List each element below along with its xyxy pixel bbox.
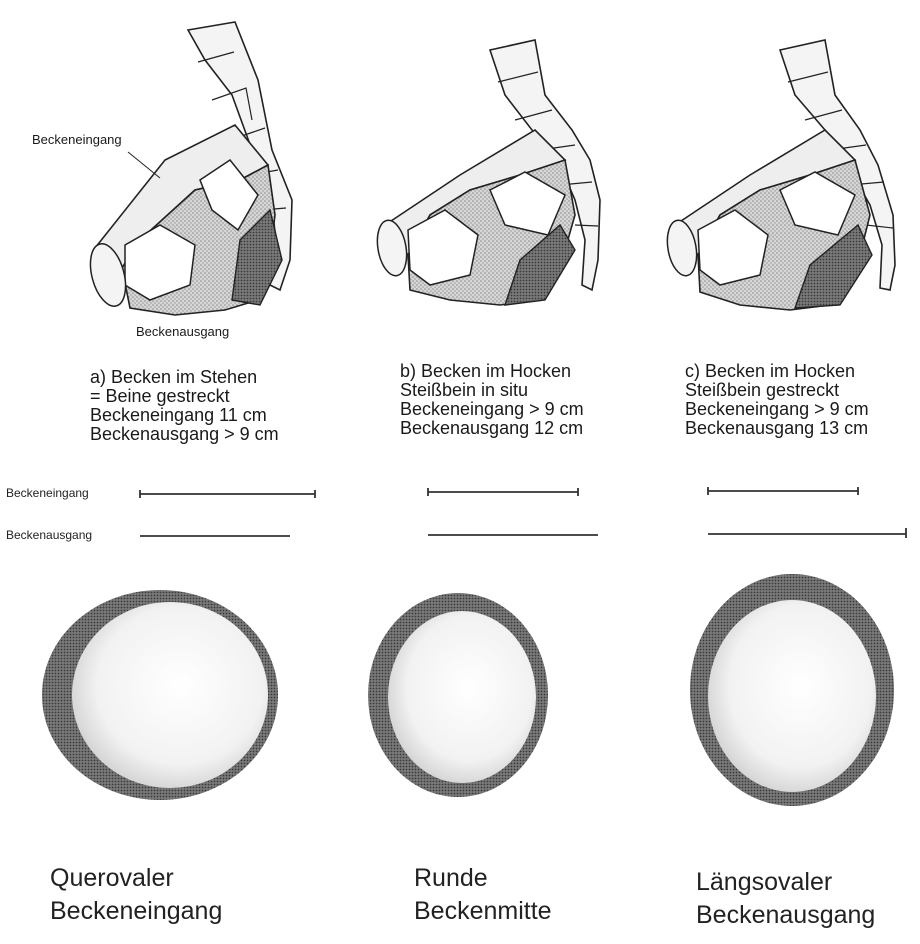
caption-b: b) Becken im Hocken Steißbein in situ Be…: [400, 362, 584, 438]
shape-label-longitudinal: Längsovaler Beckenausgang: [696, 866, 875, 932]
caption-a: a) Becken im Stehen = Beine gestreckt Be…: [90, 368, 279, 444]
pelvis-squatting-coccyx-extended: [663, 40, 895, 310]
caption-c: c) Becken im Hocken Steißbein gestreckt …: [685, 362, 869, 438]
pelvis-standing: [84, 22, 292, 315]
outlet-label: Beckenausgang: [136, 324, 229, 339]
measure-lines: [140, 487, 906, 538]
ring-transverse-oval: [42, 590, 278, 800]
measure-row-inlet-label: Beckeneingang: [6, 486, 89, 500]
shape-label-transverse: Querovaler Beckeneingang: [50, 862, 222, 928]
shape-label-round: Runde Beckenmitte: [414, 862, 552, 928]
inlet-label: Beckeneingang: [32, 132, 122, 147]
pelvis-squatting-coccyx-in-situ: [373, 40, 600, 305]
ring-round: [368, 593, 548, 797]
measure-row-outlet-label: Beckenausgang: [6, 528, 92, 542]
ring-longitudinal-oval: [690, 574, 894, 806]
